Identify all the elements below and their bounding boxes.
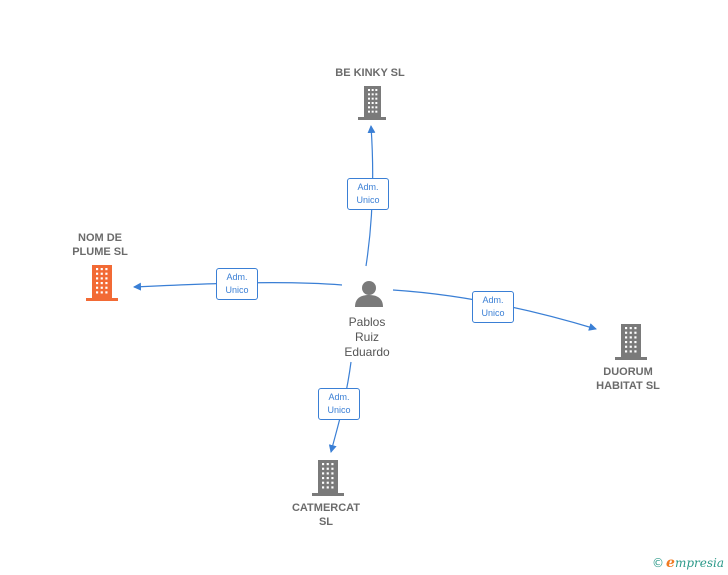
relation-type: Unico bbox=[481, 308, 505, 318]
relation-label-catmercat: Adm. Unico bbox=[318, 388, 360, 420]
building-icon[interactable] bbox=[358, 86, 386, 120]
brand-name: mpresia bbox=[674, 556, 724, 570]
company-label-catmercat[interactable]: CATMERCAT SL bbox=[291, 502, 361, 528]
relation-role: Adm. bbox=[357, 182, 379, 192]
person-icon[interactable] bbox=[355, 281, 383, 307]
company-label-nom-de-plume[interactable]: NOM DE PLUME SL bbox=[72, 232, 128, 258]
relation-role: Adm. bbox=[226, 272, 248, 282]
building-icon[interactable] bbox=[86, 265, 118, 301]
building-icon[interactable] bbox=[312, 460, 344, 496]
relation-label-be-kinky: Adm. Unico bbox=[347, 178, 389, 210]
relation-type: Unico bbox=[225, 285, 249, 295]
company-label-be-kinky[interactable]: BE KINKY SL bbox=[335, 67, 405, 79]
relation-label-duorum: Adm. Unico bbox=[472, 291, 514, 323]
person-name-label[interactable]: Pablos Ruiz Eduardo bbox=[344, 315, 390, 359]
relation-role: Adm. bbox=[482, 295, 504, 305]
copyright-symbol: © bbox=[652, 556, 665, 570]
brand-initial: e bbox=[666, 555, 675, 571]
relation-type: Unico bbox=[327, 405, 351, 415]
company-label-duorum[interactable]: DUORUM HABITAT SL bbox=[596, 366, 660, 392]
relation-type: Unico bbox=[356, 195, 380, 205]
relation-label-nom-de-plume: Adm. Unico bbox=[216, 268, 258, 300]
building-icon[interactable] bbox=[615, 324, 647, 360]
relation-role: Adm. bbox=[328, 392, 350, 402]
brand-watermark: ©empresia bbox=[652, 555, 724, 571]
